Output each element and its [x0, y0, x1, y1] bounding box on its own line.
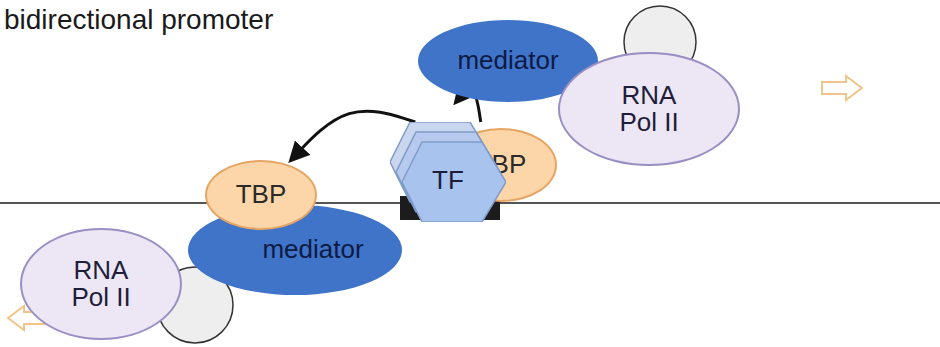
polymerase-ellipse: RNA Pol II [20, 228, 182, 340]
diagram-title: bidirectional promoter [4, 4, 273, 36]
node-label: mediator [457, 47, 558, 74]
transcription-factor: TF [390, 122, 506, 222]
node-label: RNA Pol II [56, 257, 146, 312]
direction-arrow [822, 76, 862, 100]
node-label: TF [432, 149, 464, 194]
tbp-ellipse: TBP [205, 160, 317, 230]
node-label: mediator [262, 236, 363, 263]
node-label: RNA Pol II [604, 82, 694, 137]
node-label: TBP [236, 181, 287, 208]
polymerase-ellipse: RNA Pol II [558, 52, 740, 166]
